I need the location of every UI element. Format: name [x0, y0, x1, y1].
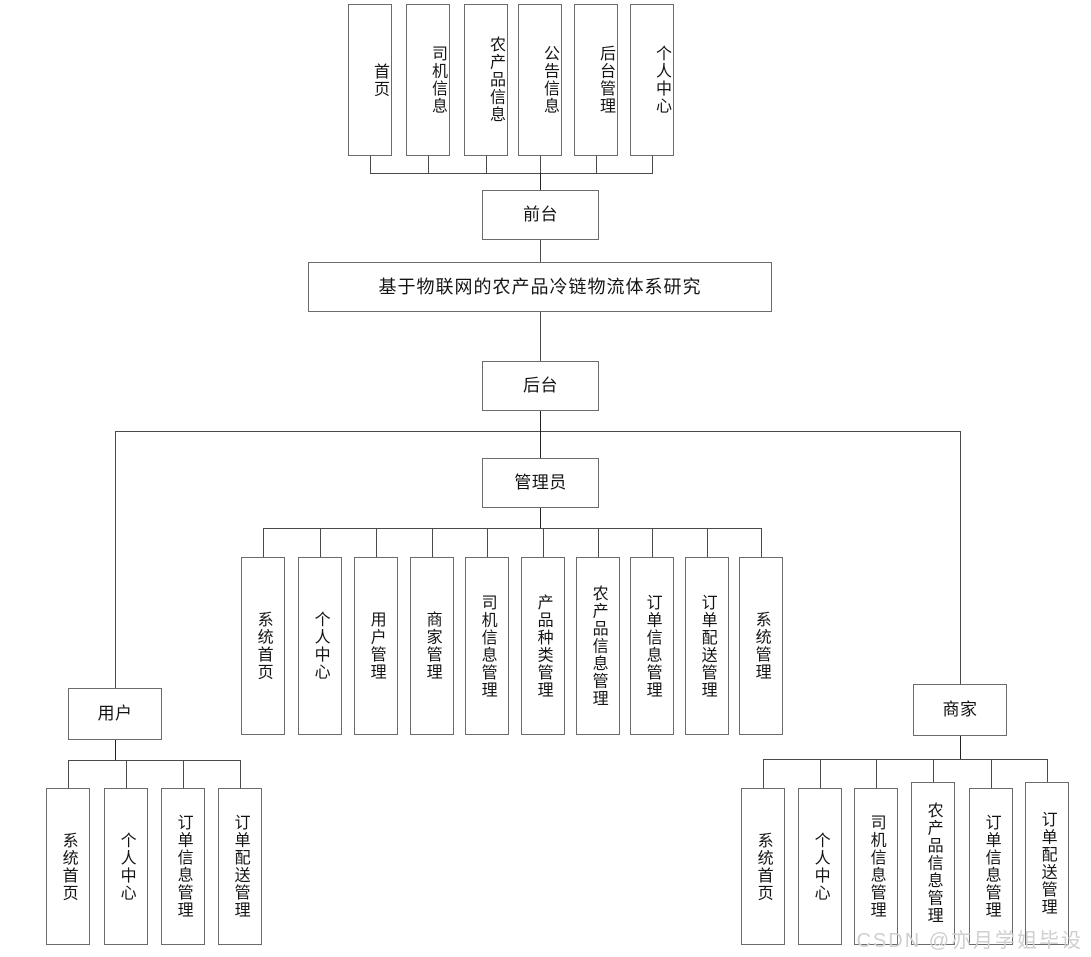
node-role-admin[interactable]: 管理员 — [482, 458, 599, 508]
connector-merchant-stub-5 — [1047, 759, 1049, 789]
merchant-leaf-0[interactable]: 系统首页 — [741, 788, 785, 945]
connector-frontend-stub-1 — [428, 156, 430, 174]
admin-leaf-5[interactable]: 产品种类管理 — [521, 557, 565, 735]
connector-admin-stub-2 — [376, 528, 378, 558]
connector-admin-stub-0 — [263, 528, 265, 558]
connector-back-stub — [540, 411, 542, 432]
user-leaf-0[interactable]: 系统首页 — [46, 788, 90, 945]
connector-merchant-bus — [763, 759, 1048, 761]
merchant-leaf-4[interactable]: 订单信息管理 — [969, 788, 1013, 945]
connector-user-stub-0 — [68, 760, 70, 789]
node-role-user[interactable]: 用户 — [68, 688, 162, 740]
merchant-leaf-5[interactable]: 订单配送管理 — [1025, 782, 1069, 945]
connector-user-stub-3 — [240, 760, 242, 789]
connector-frontend-stub-4 — [596, 156, 598, 174]
connector-user-stub-1 — [126, 760, 128, 789]
frontend-leaf-0[interactable]: 首页 — [348, 4, 392, 156]
connector-frontend-stub-3 — [540, 156, 542, 174]
connector-frontend-to-front — [540, 173, 542, 191]
connector-admin-stub-6 — [598, 528, 600, 558]
admin-leaf-8[interactable]: 订单配送管理 — [685, 557, 729, 735]
connector-admin-stub-1 — [320, 528, 322, 558]
node-role-merchant[interactable]: 商家 — [913, 684, 1007, 736]
admin-leaf-2[interactable]: 用户管理 — [354, 557, 398, 735]
connector-merchant-stub-0 — [763, 759, 765, 789]
connector-frontend-bus — [370, 173, 653, 175]
connector-role-leg-merchant — [960, 431, 962, 684]
connector-frontend-stub-0 — [370, 156, 372, 174]
connector-admin-stub-9 — [761, 528, 763, 558]
admin-leaf-9[interactable]: 系统管理 — [739, 557, 783, 735]
frontend-leaf-2[interactable]: 农产品信息 — [464, 4, 508, 156]
merchant-leaf-3[interactable]: 农产品信息管理 — [911, 782, 955, 945]
admin-leaf-1[interactable]: 个人中心 — [298, 557, 342, 735]
connector-user-bus — [68, 760, 241, 762]
user-leaf-1[interactable]: 个人中心 — [104, 788, 148, 945]
connector-merchant-stub-4 — [991, 759, 993, 789]
frontend-leaf-1[interactable]: 司机信息 — [406, 4, 450, 156]
merchant-leaf-2[interactable]: 司机信息管理 — [854, 788, 898, 945]
connector-role-leg-admin — [540, 431, 542, 458]
user-leaf-2[interactable]: 订单信息管理 — [161, 788, 205, 945]
connector-frontend-stub-5 — [652, 156, 654, 174]
frontend-leaf-3[interactable]: 公告信息 — [518, 4, 562, 156]
connector-admin-stub-5 — [543, 528, 545, 558]
connector-user-stub-2 — [183, 760, 185, 789]
node-frontend[interactable]: 前台 — [482, 190, 599, 240]
admin-leaf-0[interactable]: 系统首页 — [241, 557, 285, 735]
connector-role-leg-user — [115, 431, 117, 688]
connector-admin-stub-4 — [487, 528, 489, 558]
connector-role-bus — [115, 431, 961, 433]
admin-leaf-7[interactable]: 订单信息管理 — [630, 557, 674, 735]
connector-admin-stub-8 — [707, 528, 709, 558]
connector-root-to-back — [540, 312, 542, 361]
connector-admin-stem — [540, 508, 542, 529]
connector-user-stem — [115, 740, 117, 761]
user-leaf-3[interactable]: 订单配送管理 — [218, 788, 262, 945]
connector-merchant-stub-3 — [933, 759, 935, 789]
merchant-leaf-1[interactable]: 个人中心 — [798, 788, 842, 945]
connector-front-to-root — [540, 240, 542, 263]
connector-merchant-stem — [960, 736, 962, 760]
connector-admin-stub-3 — [432, 528, 434, 558]
frontend-leaf-4[interactable]: 后台管理 — [574, 4, 618, 156]
admin-leaf-4[interactable]: 司机信息管理 — [465, 557, 509, 735]
connector-merchant-stub-2 — [876, 759, 878, 789]
connector-admin-stub-7 — [652, 528, 654, 558]
admin-leaf-6[interactable]: 农产品信息管理 — [576, 557, 620, 735]
frontend-leaf-5[interactable]: 个人中心 — [630, 4, 674, 156]
connector-merchant-stub-1 — [820, 759, 822, 789]
node-root-title[interactable]: 基于物联网的农产品冷链物流体系研究 — [308, 262, 772, 312]
admin-leaf-3[interactable]: 商家管理 — [410, 557, 454, 735]
connector-admin-bus — [263, 528, 761, 530]
connector-frontend-stub-2 — [486, 156, 488, 174]
node-backend[interactable]: 后台 — [482, 361, 599, 411]
